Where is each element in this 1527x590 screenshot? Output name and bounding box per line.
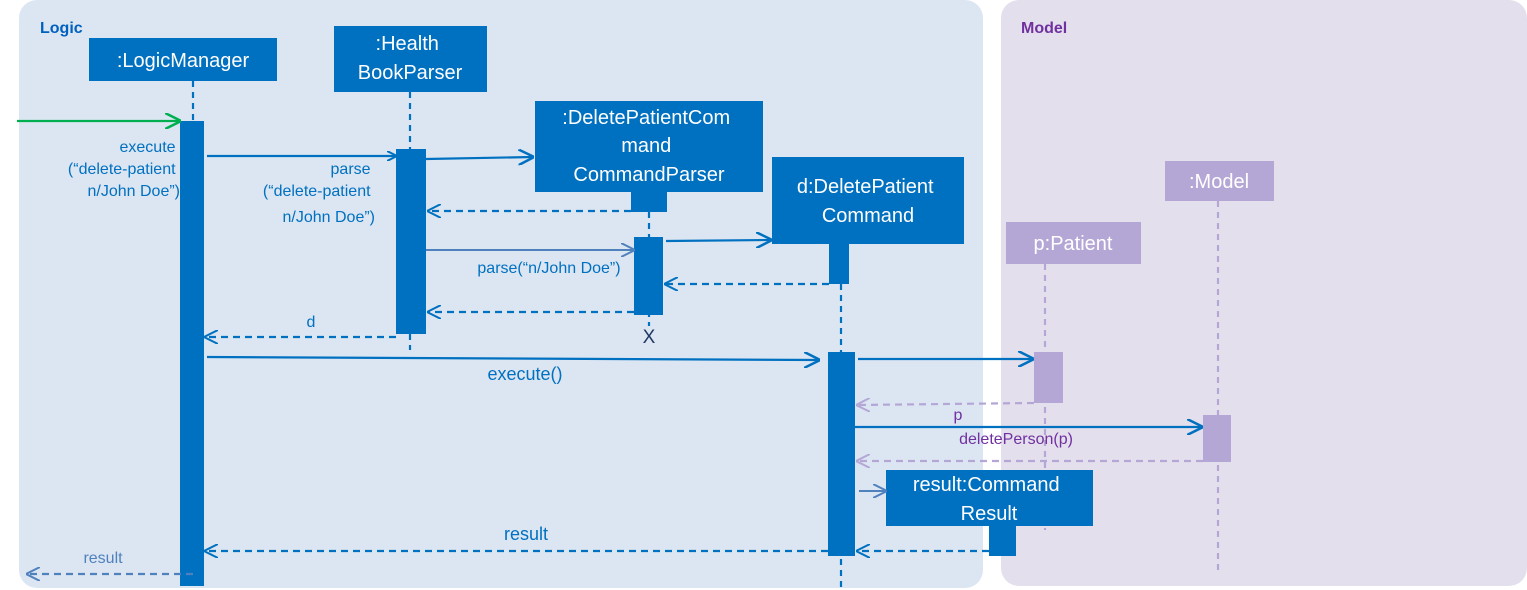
participant-health-book-parser bbox=[334, 26, 487, 92]
arrow-create-cmd-parser bbox=[425, 157, 533, 159]
activation-patient bbox=[1034, 352, 1063, 403]
arrow-create-command bbox=[665, 240, 771, 241]
participant-result-command-result bbox=[886, 470, 1093, 526]
destroy-mark: X bbox=[643, 327, 656, 348]
participant-delete-patient-command-parser bbox=[535, 101, 763, 192]
label-return-result: result bbox=[504, 524, 548, 544]
label-parse-args: parse(“n/John Doe”) bbox=[477, 260, 620, 277]
participant-model-label: :Model bbox=[1189, 171, 1249, 193]
label-return-d: d bbox=[307, 314, 316, 331]
activation-command bbox=[828, 352, 855, 556]
participant-patient-label: p:Patient bbox=[1034, 233, 1113, 255]
participant-delete-patient-command bbox=[772, 157, 964, 244]
arrow-execute-command bbox=[206, 357, 819, 360]
participant-model bbox=[1165, 161, 1274, 201]
participant-patient bbox=[1006, 222, 1141, 264]
activation-model bbox=[1203, 415, 1231, 462]
model-frame bbox=[1001, 0, 1527, 586]
participant-result-command-result-label: result:Command Result bbox=[913, 474, 1065, 525]
activation-cmd-parser bbox=[634, 237, 663, 315]
activation-parser bbox=[396, 149, 426, 334]
activation-logic-manager bbox=[180, 121, 204, 586]
participant-delete-patient-command-label: d:DeletePatient Command bbox=[797, 176, 939, 227]
logic-frame-label: Logic bbox=[40, 20, 83, 37]
activation-result-stub bbox=[989, 526, 1016, 556]
model-frame-label: Model bbox=[1021, 20, 1067, 37]
activation-command-stub bbox=[829, 244, 849, 284]
label-execute-call: execute (“delete-patient n/John Doe”) bbox=[68, 139, 180, 200]
participant-logic-manager-label: :LogicManager bbox=[117, 50, 250, 72]
activation-cmd-parser-stub bbox=[631, 192, 667, 212]
return-p bbox=[857, 403, 1035, 405]
participant-logic-manager bbox=[89, 38, 277, 81]
label-delete-person: deletePerson(p) bbox=[959, 431, 1073, 448]
label-return-result-out: result bbox=[83, 550, 123, 567]
label-return-p: p bbox=[954, 407, 963, 424]
label-execute-command: execute() bbox=[487, 364, 562, 384]
participant-delete-patient-command-parser-label: :DeletePatientCom mand CommandParser bbox=[562, 107, 735, 186]
participant-health-book-parser-label: :Health BookParser bbox=[358, 33, 463, 84]
label-parse-call: parse (“delete-patient n/John Doe”) bbox=[263, 161, 375, 226]
